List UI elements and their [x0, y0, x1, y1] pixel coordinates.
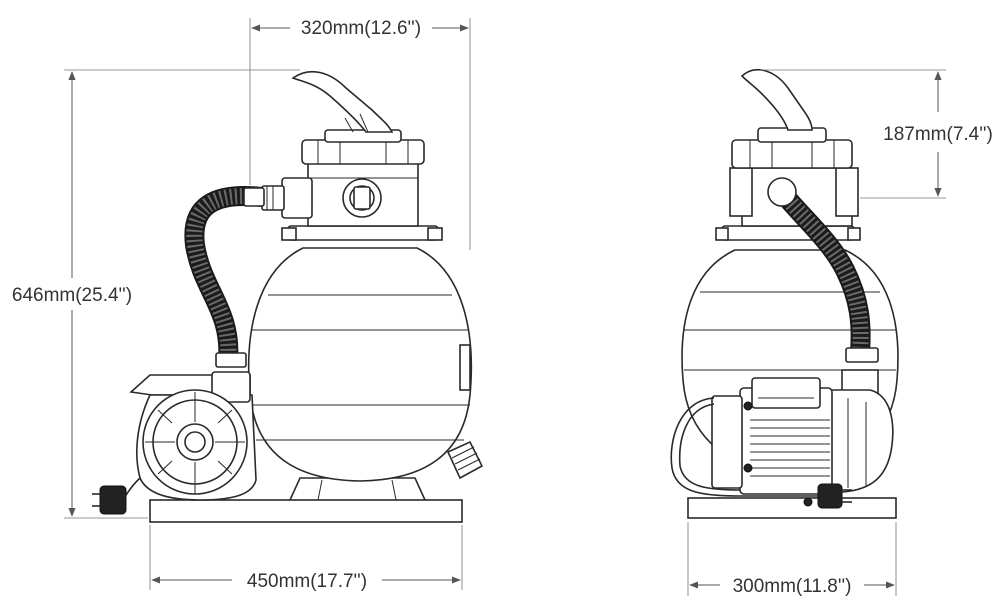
hose-fitting: [281, 177, 313, 219]
overall-height-label: 646mm(25.4''): [12, 285, 132, 306]
base-width-label: 450mm(17.7''): [247, 571, 367, 592]
valve-handle: [291, 70, 394, 133]
motor-terminal-box: [751, 377, 821, 409]
pump-unit: [129, 371, 257, 501]
tank-label-plate: [459, 344, 471, 391]
clamp-ring: [287, 225, 439, 241]
valve-height-label: 187mm(7.4''): [883, 124, 993, 145]
side-depth-label: 300mm(11.8''): [733, 576, 852, 597]
side-dimensions: 187mm(7.4'') 300mm(11.8''): [687, 69, 993, 597]
drain-port: [446, 440, 484, 480]
filter-tank: [247, 247, 473, 482]
side-valve-handle: [740, 68, 813, 131]
side-base-plate: [687, 497, 897, 519]
side-view: [670, 68, 899, 519]
top-width-label: 320mm(12.6''): [301, 18, 421, 39]
side-pump-unit: [711, 369, 894, 507]
connecting-hose: [184, 186, 265, 368]
motor-end-cap: [711, 395, 743, 489]
valve-top: [301, 139, 425, 165]
base-plate: [149, 499, 463, 523]
front-view: [92, 70, 484, 523]
side-connecting-hose: [767, 177, 879, 363]
side-power-plug: [670, 397, 852, 509]
front-dimensions: 320mm(12.6'') 646mm(25.4'') 450mm(17.7''…: [12, 18, 471, 592]
power-plug: [92, 477, 141, 515]
